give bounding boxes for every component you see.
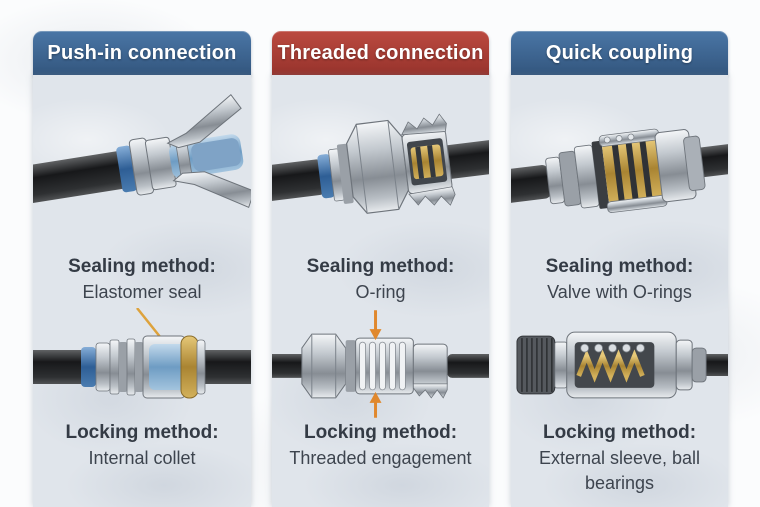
ball-bearing xyxy=(580,343,590,353)
ball-bearing xyxy=(615,135,623,142)
hex-nut xyxy=(345,119,410,214)
locking-method-value: Internal collet xyxy=(88,448,196,468)
sealing-method-value: Elastomer seal xyxy=(82,282,202,302)
column-push-in: Push-in connection xyxy=(33,31,251,507)
push-in-connector-cutaway xyxy=(33,93,251,208)
serrated-edge xyxy=(412,383,448,399)
tube-right xyxy=(447,354,489,378)
threaded-engagement-illustration xyxy=(272,308,489,420)
tube-left xyxy=(511,165,552,203)
sealing-method-value: O-ring xyxy=(355,282,406,302)
tube-right xyxy=(439,139,489,180)
flared-shell-bottom xyxy=(172,171,251,208)
ball-bearing xyxy=(622,343,631,353)
o-ring xyxy=(611,143,625,202)
sealing-method-label: Sealing method: xyxy=(545,256,694,277)
ball-bearing xyxy=(636,343,645,353)
o-ring-chamber xyxy=(410,144,444,180)
column-header-quick-coupling: Quick coupling xyxy=(511,31,728,75)
card-body-threaded: Sealing method: O-ring xyxy=(272,75,489,507)
tube xyxy=(33,150,134,204)
o-ring xyxy=(625,141,639,200)
locking-method-label: Locking method: xyxy=(65,422,219,443)
push-in-connector-illustration xyxy=(33,79,251,254)
tube-right xyxy=(700,354,728,376)
locking-method-value: Threaded engagement xyxy=(289,448,472,468)
callout-line-elastomer-seal xyxy=(136,308,162,339)
locking-method-block: Locking method: Internal collet xyxy=(33,420,251,474)
column-threaded: Threaded connection xyxy=(272,31,489,507)
sealing-method-block: Sealing method: Valve with O-rings xyxy=(511,254,728,308)
arrow-up-head xyxy=(369,391,382,403)
push-in-seal-illustration xyxy=(33,308,251,420)
spring xyxy=(576,349,645,383)
sleeve xyxy=(412,343,448,389)
locking-method-value: External sleeve, ball bearings xyxy=(538,448,701,493)
threaded-connector-cutaway xyxy=(272,113,489,214)
tube-right xyxy=(693,143,728,178)
serrated-grip-bottom xyxy=(408,186,456,206)
threaded-connector-illustration xyxy=(272,79,489,254)
sealing-method-block: Sealing method: O-ring xyxy=(272,254,489,308)
column-header-push-in: Push-in connection xyxy=(33,31,251,75)
column-quick-coupling: Quick coupling xyxy=(511,31,728,507)
ball-bearing xyxy=(608,343,617,353)
arrow-down-head xyxy=(369,329,382,341)
sealing-method-label: Sealing method: xyxy=(68,256,216,277)
locking-method-label: Locking method: xyxy=(303,422,458,443)
locking-method-block: Locking method: External sleeve, ball be… xyxy=(511,420,728,493)
card-body-push-in: Sealing method: Elastomer seal xyxy=(33,75,251,507)
sealing-method-block: Sealing method: Elastomer seal xyxy=(33,254,251,308)
quick-coupling-cutaway xyxy=(511,128,728,213)
column-header-threaded: Threaded connection xyxy=(272,31,489,75)
thread-ridge xyxy=(359,341,366,391)
column-title: Quick coupling xyxy=(545,41,694,64)
quick-coupling-illustration xyxy=(511,79,728,254)
tube-left xyxy=(272,354,306,378)
elastomer-seal xyxy=(180,335,199,399)
card-body-quick-coupling: Sealing method: Valve with O-rings xyxy=(511,75,728,507)
o-ring xyxy=(427,145,436,178)
tube-left xyxy=(272,159,326,201)
o-ring xyxy=(639,140,653,199)
hex-nut xyxy=(301,333,347,399)
locking-method-block: Locking method: Threaded engagement xyxy=(272,420,489,474)
column-title: Push-in connection xyxy=(47,41,237,64)
blue-ring xyxy=(81,347,96,387)
locking-method-label: Locking method: xyxy=(542,422,697,443)
ball-bearing xyxy=(603,136,611,144)
thread-ridge xyxy=(369,341,376,391)
dark-ring xyxy=(591,140,610,209)
thread-ridge xyxy=(399,341,406,391)
ball-bearing xyxy=(594,343,603,353)
sealing-method-label: Sealing method: xyxy=(306,256,455,277)
knurling xyxy=(521,338,553,392)
o-ring xyxy=(415,146,425,179)
flared-shell-top xyxy=(166,93,242,149)
column-title: Threaded connection xyxy=(277,41,484,64)
thread-ridge xyxy=(379,341,386,391)
serrated-grip-top xyxy=(401,113,447,136)
ball-bearing xyxy=(627,133,635,141)
thread-ridge xyxy=(389,341,396,391)
sealing-method-value: Valve with O-rings xyxy=(547,282,692,302)
quick-coupling-lock-illustration xyxy=(511,308,728,420)
